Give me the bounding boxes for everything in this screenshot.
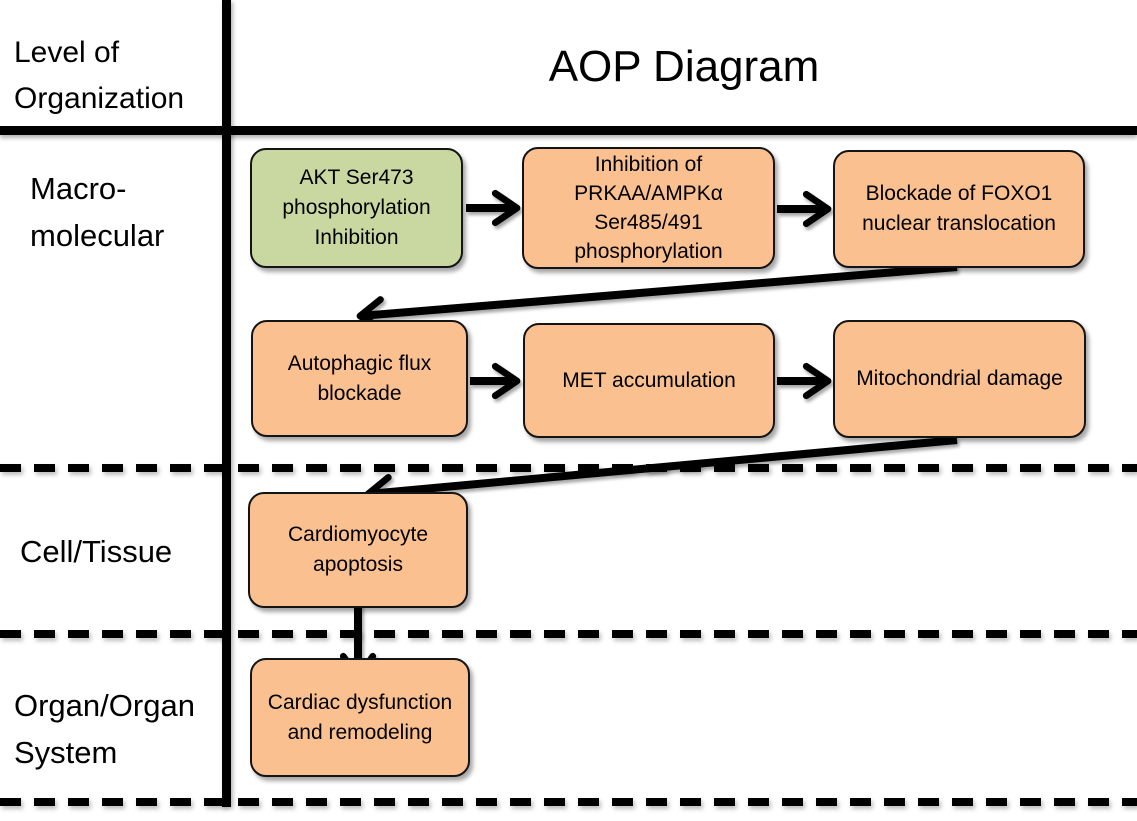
- level-label-organ-system: Organ/Organ System: [14, 688, 195, 770]
- node-cardiomyocyte-apoptosis: Cardiomyocyte apoptosis: [248, 492, 468, 608]
- node-mitochondrial-damage: Mitochondrial damage: [833, 320, 1086, 438]
- bottom-border-line: [0, 798, 1137, 806]
- level-column-header: Level of Organization: [14, 36, 185, 115]
- node-akt-ser473-phosphorylation-inhibition: AKT Ser473 phosphorylation Inhibition: [250, 148, 463, 268]
- node-cardiac-dysfunction-remodeling: Cardiac dysfunction and remodeling: [250, 658, 470, 777]
- diagram-title: AOP Diagram: [548, 42, 820, 91]
- node-autophagic-flux-blockade: Autophagic flux blockade: [251, 320, 468, 437]
- node-foxo1-nuclear-translocation-blockade: Blockade of FOXO1 nuclear translocation: [833, 150, 1085, 268]
- level-label-cell-tissue: Cell/Tissue: [20, 534, 173, 569]
- node-prkaa-ampk-phosphorylation-inhibition: Inhibition of PRKAA/AMPKα Ser485/491 pho…: [522, 147, 775, 269]
- arrow-mito-to-apoptosis: [364, 436, 958, 511]
- column-divider-line: [222, 0, 231, 807]
- header-divider-line: [0, 126, 1137, 135]
- arrow-foxo1-to-autophagy: [356, 263, 958, 333]
- level-separator-macromolecular-cell: [0, 464, 1137, 472]
- level-separator-cell-organ: [0, 630, 1137, 638]
- node-met-accumulation: MET accumulation: [523, 323, 775, 438]
- level-label-macromolecular: Macro- molecular: [30, 171, 165, 253]
